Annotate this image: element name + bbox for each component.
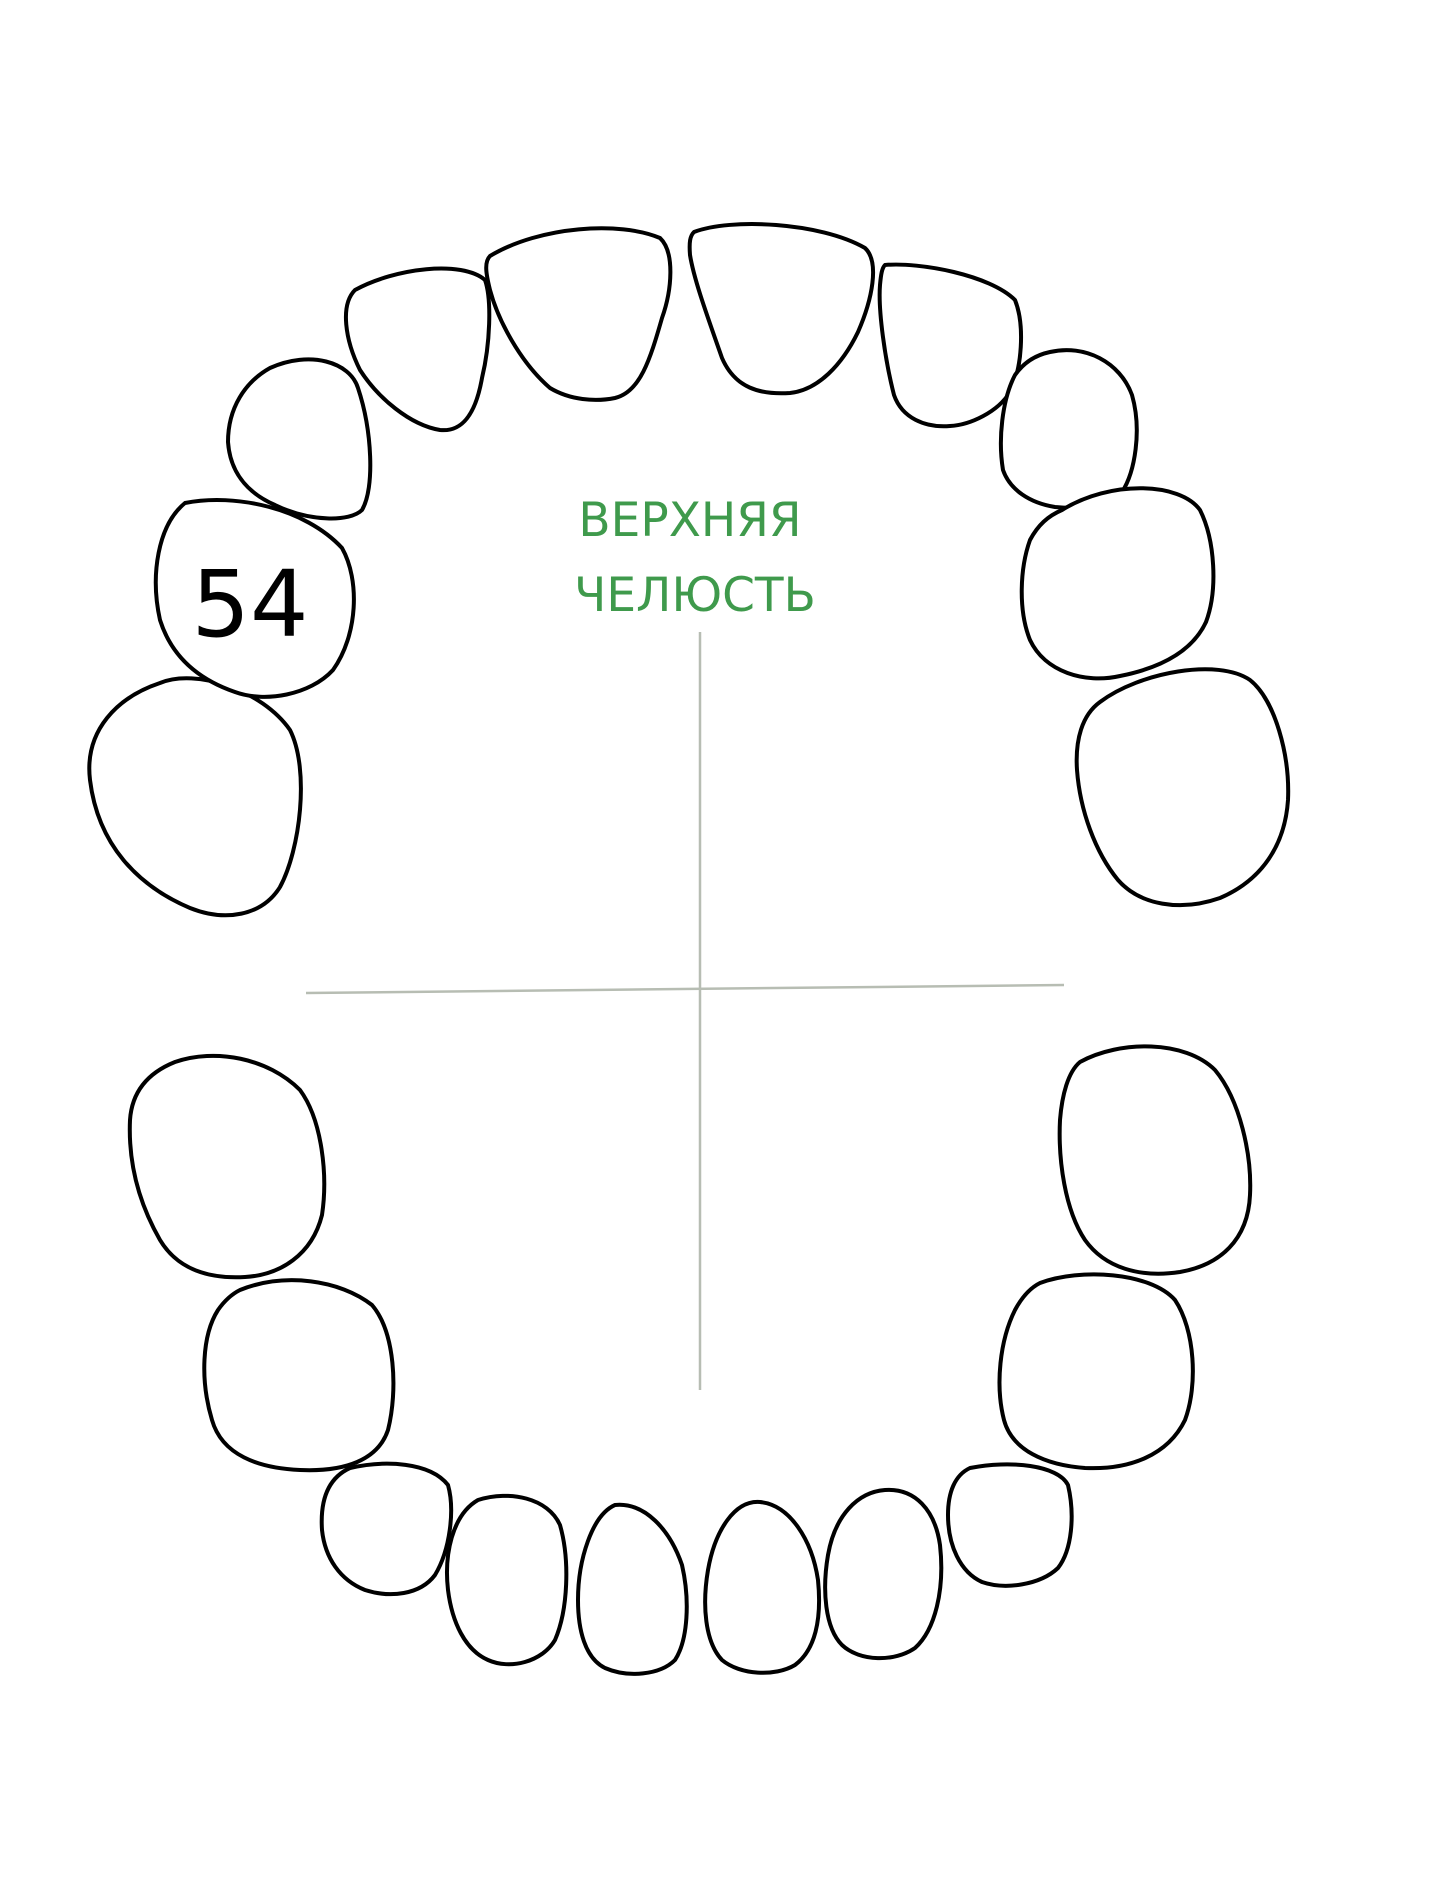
tooth-72[interactable] <box>823 1487 944 1661</box>
upper-jaw <box>87 222 1291 918</box>
tooth-55[interactable] <box>87 676 303 918</box>
tooth-83[interactable] <box>319 1461 454 1597</box>
tooth-61[interactable] <box>687 222 876 396</box>
tooth-73[interactable] <box>946 1462 1074 1588</box>
tooth-71[interactable] <box>703 1499 822 1675</box>
tooth-81[interactable] <box>576 1502 689 1676</box>
tooth-52[interactable] <box>343 266 492 433</box>
horizontal-axis-line <box>305 983 1065 995</box>
tooth-65[interactable] <box>1074 667 1291 908</box>
tooth-84[interactable] <box>202 1278 396 1473</box>
tooth-74[interactable] <box>997 1272 1195 1471</box>
tooth-53[interactable] <box>226 357 373 521</box>
tooth-85[interactable] <box>127 1053 327 1280</box>
tooth-number-label: 54 <box>191 551 308 658</box>
tooth-51[interactable] <box>484 226 673 402</box>
lower-jaw <box>127 1044 1253 1676</box>
tooth-75[interactable] <box>1057 1044 1253 1276</box>
tooth-63[interactable] <box>998 348 1139 510</box>
tooth-64[interactable] <box>1019 486 1216 681</box>
tooth-82[interactable] <box>445 1493 569 1667</box>
jaw-title-line-2: ЧЕЛЮСТЬ <box>574 568 816 623</box>
jaw-title-line-1: ВЕРХНЯЯ <box>578 493 801 548</box>
tooth-62[interactable] <box>877 262 1024 429</box>
tooth-54[interactable] <box>153 498 356 699</box>
